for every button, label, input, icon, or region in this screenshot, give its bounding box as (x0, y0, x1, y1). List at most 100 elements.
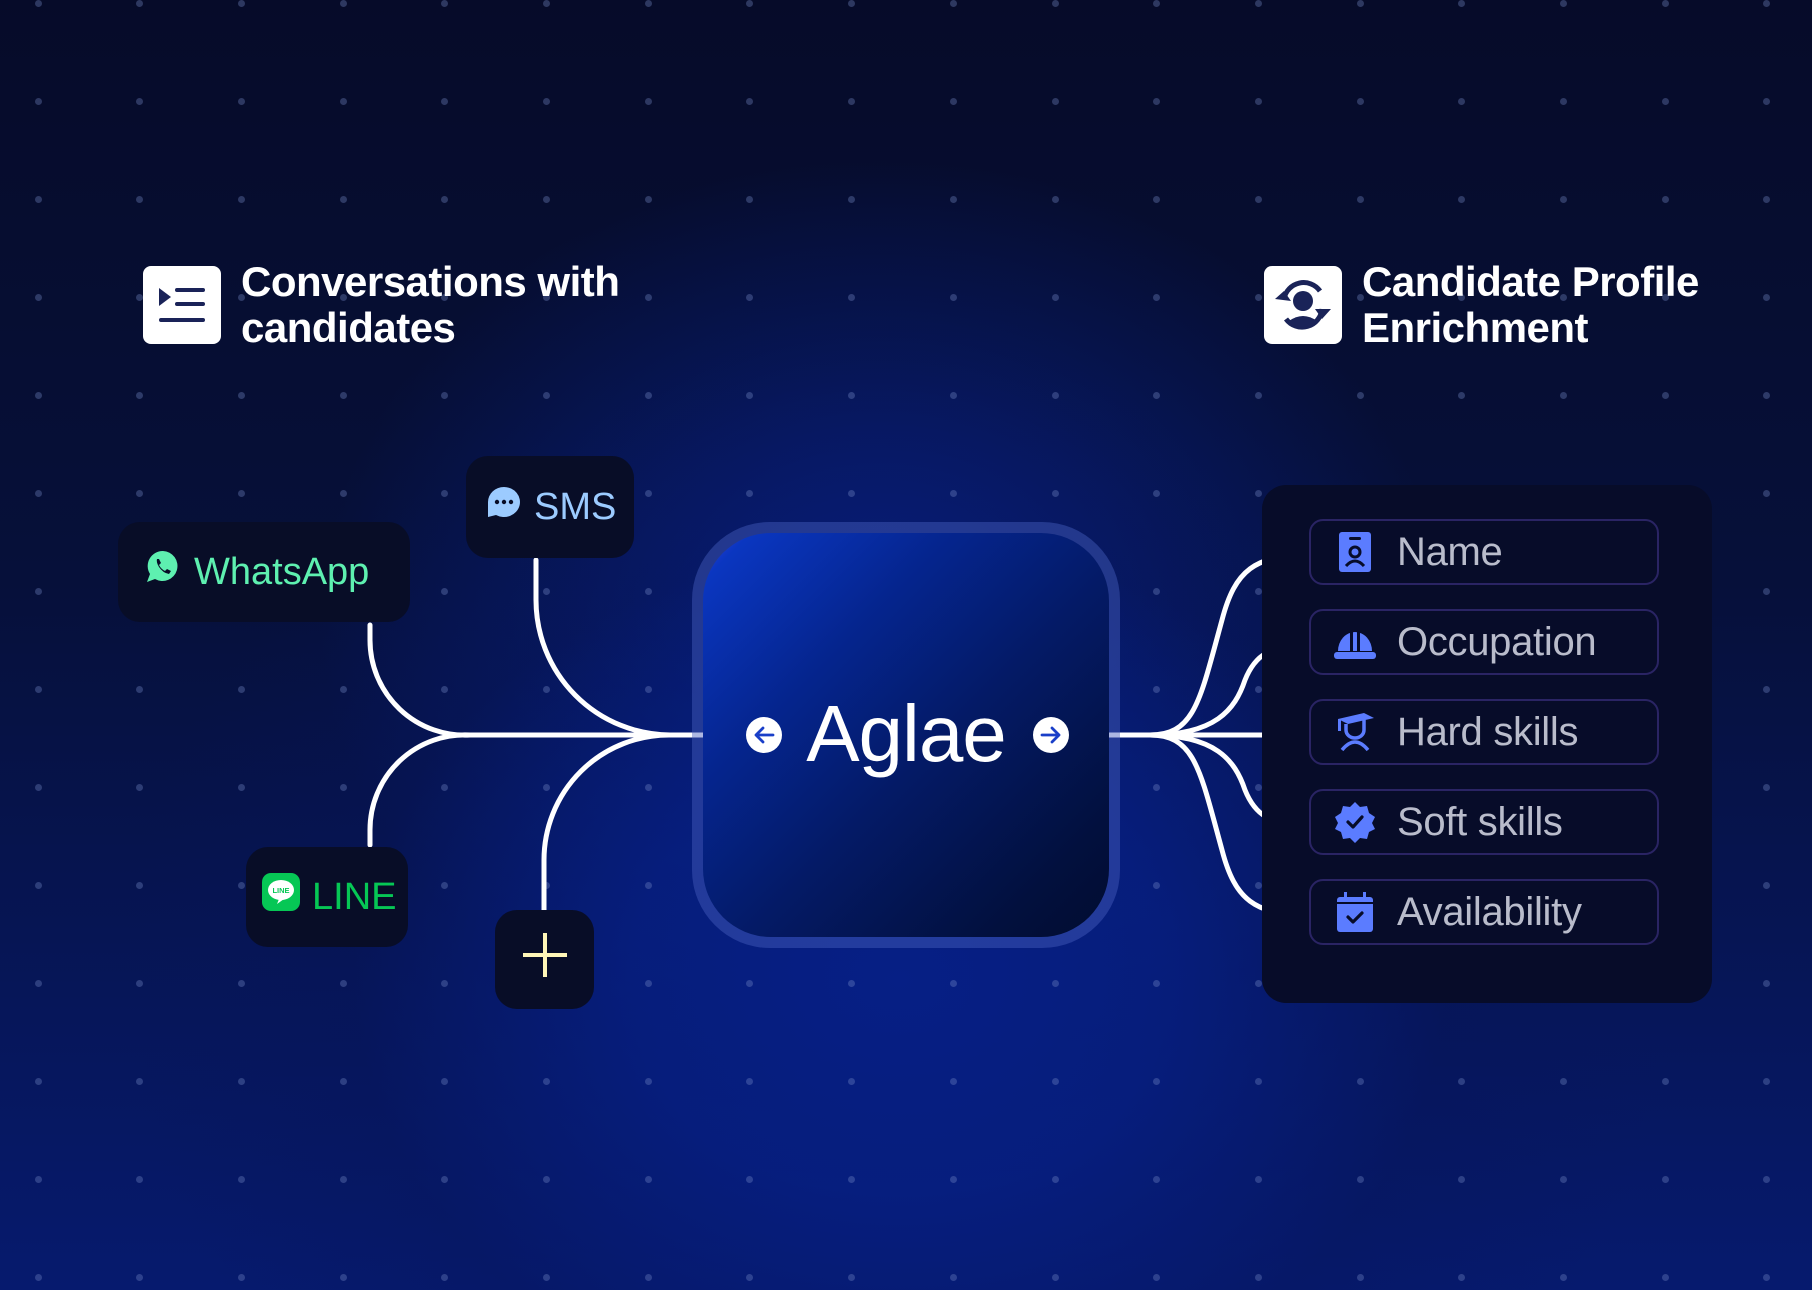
line-app-icon: LINE (262, 873, 300, 921)
channel-line[interactable]: LINE LINE (246, 847, 408, 947)
grid-dot (441, 685, 449, 693)
grid-dot (339, 783, 347, 791)
grid-dot (746, 0, 754, 7)
grid-dot (746, 293, 754, 301)
grid-dot (1560, 1175, 1567, 1183)
whatsapp-icon (144, 548, 182, 596)
grid-dot (237, 1273, 245, 1281)
grid-dot (441, 293, 449, 301)
grid-dot (543, 783, 550, 791)
grid-dot (1153, 391, 1161, 399)
grid-dot (1356, 0, 1364, 7)
grid-dot (34, 783, 42, 791)
grid-dot (543, 293, 550, 301)
field-label: Occupation (1397, 619, 1597, 664)
grid-dot (1458, 195, 1466, 203)
title-line-2: candidates (241, 304, 456, 351)
graduate-icon (1333, 710, 1377, 754)
grid-dot (1051, 391, 1059, 399)
grid-dot (339, 489, 347, 497)
add-channel-button[interactable] (495, 910, 594, 1009)
grid-dot (746, 1175, 754, 1183)
grid-dot (339, 0, 347, 7)
grid-dot (1763, 0, 1771, 7)
grid-dot (949, 97, 957, 105)
grid-dot (1254, 1175, 1262, 1183)
grid-dot (136, 489, 144, 497)
grid-dot (34, 1077, 42, 1085)
aglae-title: Aglae (806, 689, 1007, 778)
field-label: Hard skills (1397, 709, 1579, 754)
grid-dot (1560, 391, 1567, 399)
grid-dot (1458, 1175, 1466, 1183)
grid-dot (1254, 391, 1262, 399)
grid-dot (1153, 1175, 1161, 1183)
grid-dot (949, 1077, 957, 1085)
grid-dot (543, 881, 550, 889)
grid-dot (1051, 0, 1059, 7)
grid-dot (34, 0, 42, 7)
grid-dot (1153, 881, 1161, 889)
grid-dot (1356, 1077, 1364, 1085)
grid-dot (848, 0, 856, 7)
grid-dot (1560, 195, 1567, 203)
grid-dot (339, 195, 347, 203)
grid-dot (848, 1175, 856, 1183)
field-label: Name (1397, 529, 1503, 574)
grid-dot (1458, 0, 1466, 7)
grid-dot (136, 881, 144, 889)
grid-dot (746, 979, 754, 987)
grid-dot (1560, 1273, 1567, 1281)
grid-dot (136, 391, 144, 399)
plus-icon (522, 932, 567, 987)
grid-dot (1051, 489, 1059, 497)
grid-dot (34, 1273, 42, 1281)
channel-whatsapp[interactable]: WhatsApp (118, 522, 410, 622)
person-sync-icon (1264, 266, 1342, 344)
right-section-title: Candidate Profile Enrichment (1362, 259, 1699, 351)
profile-field-occupation[interactable]: Occupation (1309, 609, 1659, 675)
grid-dot (136, 195, 144, 203)
grid-dot (644, 195, 652, 203)
grid-dot (543, 1273, 550, 1281)
grid-dot (34, 881, 42, 889)
channel-label: LINE (312, 876, 397, 918)
grid-dot (1458, 1273, 1466, 1281)
grid-dot (34, 97, 42, 105)
grid-dot (848, 195, 856, 203)
grid-dot (237, 685, 245, 693)
profile-field-availability[interactable]: Availability (1309, 879, 1659, 945)
grid-dot (136, 0, 144, 7)
grid-dot (1356, 97, 1364, 105)
field-label: Soft skills (1397, 799, 1563, 844)
grid-dot (949, 1273, 957, 1281)
grid-dot (1153, 1077, 1161, 1085)
grid-dot (1560, 97, 1567, 105)
grid-dot (34, 195, 42, 203)
grid-dot (644, 391, 652, 399)
profile-field-soft-skills[interactable]: Soft skills (1309, 789, 1659, 855)
grid-dot (543, 0, 550, 7)
grid-dot (1051, 1175, 1059, 1183)
grid-dot (543, 1175, 550, 1183)
grid-dot (237, 979, 245, 987)
grid-dot (848, 1077, 856, 1085)
field-label: Availability (1397, 889, 1582, 934)
grid-dot (339, 391, 347, 399)
right-section-heading: Candidate Profile Enrichment (1264, 259, 1699, 351)
profile-field-name[interactable]: Name (1309, 519, 1659, 585)
profile-field-hard-skills[interactable]: Hard skills (1309, 699, 1659, 765)
grid-dot (136, 1273, 144, 1281)
grid-dot (644, 685, 652, 693)
grid-dot (339, 293, 347, 301)
grid-dot (441, 391, 449, 399)
grid-dot (746, 195, 754, 203)
grid-dot (848, 391, 856, 399)
grid-dot (543, 685, 550, 693)
grid-dot (441, 979, 449, 987)
chat-bubble-icon (486, 485, 522, 529)
grid-dot (237, 783, 245, 791)
channel-sms[interactable]: SMS (466, 456, 634, 558)
grid-dot (136, 97, 144, 105)
grid-dot (1254, 195, 1262, 203)
